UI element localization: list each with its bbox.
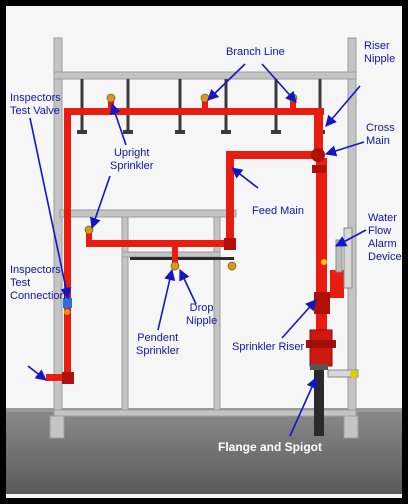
label-drop-nipple: Drop Nipple [186, 302, 217, 328]
cross-main-pipe [228, 151, 324, 159]
floor-slab [6, 410, 402, 494]
sprinkler-riser-pipe [316, 158, 327, 358]
cross-main-line1: Cross [366, 122, 395, 134]
inspectors-test-connection-line3: Connection [10, 290, 66, 302]
frame-inner-beam [121, 251, 221, 258]
leader-arrows [27, 63, 367, 437]
riser-nipple-line1: Riser [364, 40, 390, 52]
label-water-flow-alarm-device: Water Flow Alarm Device [368, 212, 402, 264]
riser-nipple-line2: Nipple [364, 53, 396, 65]
water-flow-alarm-line4: Device [368, 251, 402, 263]
pendent-sprinkler-line1: Pendent [137, 332, 179, 344]
label-upright-sprinkler: Upright Sprinkler [110, 147, 153, 173]
pipe-fittings [62, 148, 330, 384]
cross-main-line2: Main [366, 135, 390, 147]
frame-left-foot [49, 415, 65, 439]
label-feed-main: Feed Main [252, 205, 304, 218]
label-riser-nipple: Riser Nipple [364, 40, 395, 66]
label-inspectors-test-connection: Inspectors Test Connection [10, 264, 66, 303]
frame-bottom-beam [53, 409, 357, 417]
upright-sprinkler-line2: Sprinkler [110, 160, 154, 172]
pendent-sprinkler-line2: Sprinkler [136, 345, 180, 357]
building-frame [49, 37, 359, 439]
riser-nipple-pipe [314, 108, 323, 156]
drop-nipple-line1: Drop [189, 302, 214, 314]
upright-sprinkler-line1: Upright [113, 147, 150, 159]
lower-branch-line-pipe [86, 240, 234, 247]
inspector-test-bottom-pipe [46, 374, 70, 381]
label-pendent-sprinkler: Pendent Sprinkler [136, 332, 179, 358]
label-branch-line: Branch Line [226, 46, 285, 59]
inspectors-test-valve-body [63, 298, 72, 308]
frame-right-foot [343, 415, 359, 439]
branch-line-text: Branch Line [226, 46, 285, 58]
label-cross-main: Cross Main [366, 122, 395, 148]
label-inspectors-test-valve: Inspectors Test Valve [10, 92, 61, 118]
top-branch-line-pipe [66, 108, 324, 115]
drop-nipple-line2: Nipple [186, 315, 218, 327]
branch-line-hangers [80, 79, 322, 132]
water-flow-alarm-line3: Alarm [368, 238, 397, 250]
frame-right-column [347, 37, 357, 411]
inspectors-test-valve-line2: Test Valve [10, 105, 60, 117]
frame-roof-beam [53, 71, 357, 80]
water-flow-alarm-line1: Water [368, 212, 397, 224]
drop-nipple-pipe [172, 240, 178, 264]
inspectors-test-connection-line2: Test [10, 277, 31, 289]
feed-main-text: Feed Main [252, 205, 304, 217]
water-flow-alarm-line2: Flow [368, 225, 392, 237]
flange-spigot-pipe [314, 366, 324, 436]
label-sprinkler-riser: Sprinkler Riser [232, 341, 304, 354]
feed-main-pipe [226, 151, 234, 247]
sprinkler-riser-text: Sprinkler Riser [232, 341, 305, 353]
inspector-test-pipe [64, 108, 71, 380]
frame-mid-beam [59, 209, 237, 218]
label-flange-and-spigot: Flange and Spigot [218, 440, 322, 454]
flange-and-spigot-text: Flange and Spigot [218, 440, 322, 454]
inspectors-test-valve-line1: Inspectors [10, 92, 61, 104]
inspectors-test-connection-line1: Inspectors [10, 264, 61, 276]
lower-hanger-rod [130, 257, 234, 260]
